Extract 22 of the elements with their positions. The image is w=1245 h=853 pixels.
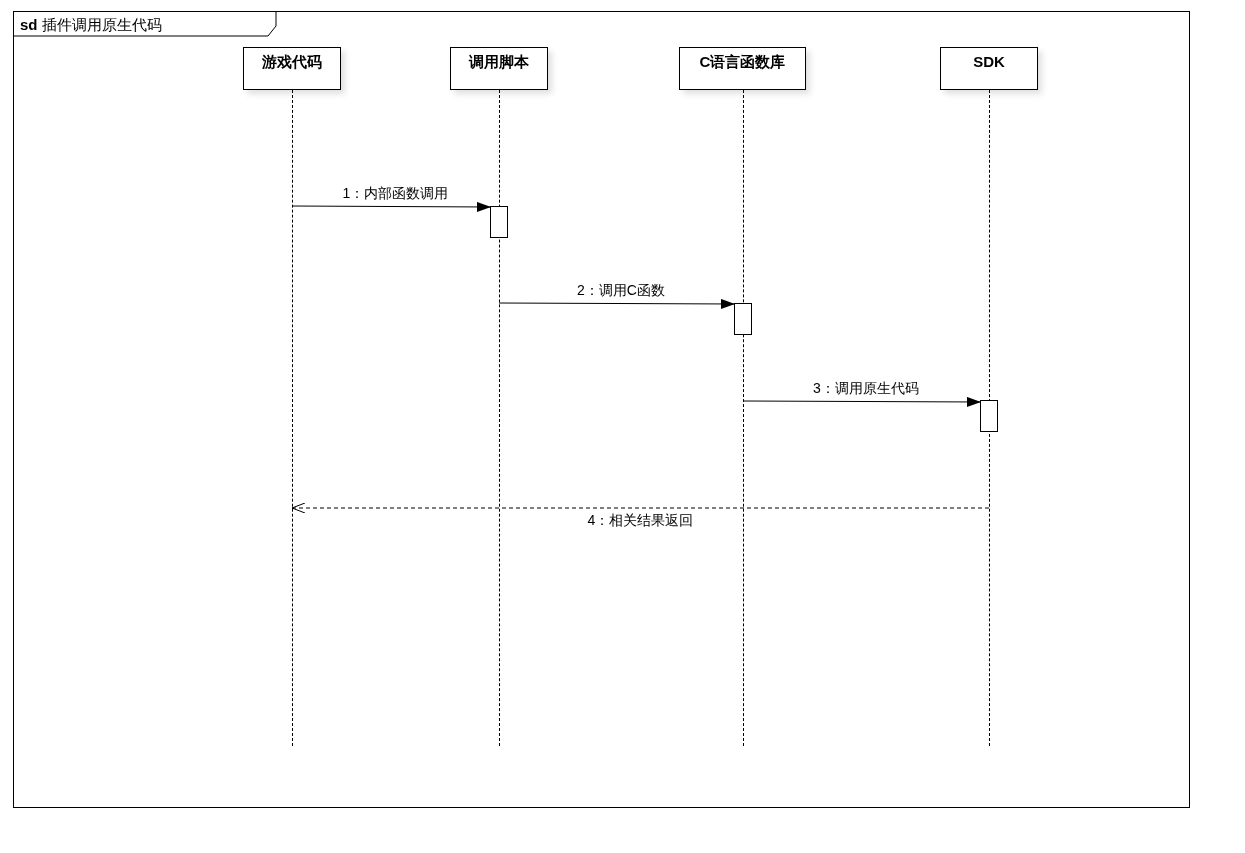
- lifeline-head-box: [679, 47, 806, 90]
- activation-bar: [490, 206, 508, 238]
- message-arrow: [291, 201, 491, 212]
- activation-bar: [734, 303, 752, 335]
- message-arrow: [742, 396, 981, 407]
- message-arrow: [498, 298, 735, 309]
- message-label: 1：内部函数调用: [342, 186, 449, 200]
- message-arrow: [291, 502, 990, 514]
- frame-title: sd 插件调用原生代码: [20, 15, 162, 35]
- message-label: 4：相关结果返回: [587, 513, 694, 527]
- lifeline-head-box: [243, 47, 341, 90]
- sequence-frame: [13, 11, 1190, 808]
- lifeline-name: 调用脚本: [469, 53, 529, 72]
- lifeline-head-box: [450, 47, 548, 90]
- lifeline-name: C语言函数库: [699, 53, 786, 72]
- message-label: 2：调用C函数: [577, 283, 665, 297]
- message-label: 3：调用原生代码: [813, 381, 919, 395]
- lifeline-name: 游戏代码: [262, 53, 322, 72]
- lifeline: [292, 90, 293, 746]
- lifeline-head-box: [940, 47, 1038, 90]
- activation-bar: [980, 400, 998, 432]
- lifeline-name: SDK: [973, 53, 1005, 72]
